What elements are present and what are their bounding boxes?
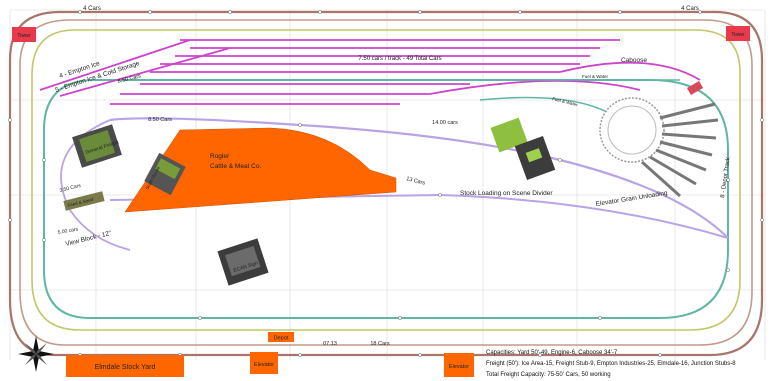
compass-rose-icon [18, 336, 54, 372]
svg-text:Elevator: Elevator [254, 362, 274, 368]
label-350-cars: 3.50 Cars [59, 183, 82, 194]
elmdale-stock-yard-box: Elmdale Stock Yard [66, 355, 184, 377]
ecan-building [217, 238, 269, 286]
teal-mainline [43, 79, 729, 319]
yard-tracks [39, 39, 701, 105]
label-4-cars-left: 4 Cars [83, 6, 101, 12]
feed-seed-building [63, 191, 105, 211]
capacities-line-2: Freight (50'): Ice Area-15, Freight Stub… [486, 361, 736, 367]
capacities-note: Capacities: Yard 50'-49, Engine-6, Caboo… [486, 350, 736, 378]
label-elevator-grain-unloading: Elevator Grain Unloading [595, 190, 668, 208]
elevator-box-1: Elevator [250, 352, 278, 374]
label-fuel-water-2: Fuel & Water [552, 96, 579, 107]
tower-left: Tower [12, 27, 36, 42]
elevator-box-2: Elevator [444, 353, 474, 377]
label-stock-loading: Stock Loading on Scene Divider [460, 190, 553, 197]
label-850-cars-mid: 8.50 Cars [148, 117, 172, 123]
tower-right: Tower [726, 26, 750, 41]
general-freight-building [72, 124, 122, 168]
rogler-cattle-meat-co [124, 127, 397, 213]
label-13-cars: 13 Cars [406, 176, 426, 187]
track-joints [8, 10, 764, 357]
label-yard-capacity: 7.50 cars / track - 49 Total Cars [358, 56, 441, 62]
olive-mainline [31, 29, 741, 331]
svg-text:Tower: Tower [17, 33, 31, 39]
label-cars-bottom-1: 07.13 [323, 341, 337, 347]
svg-text:Depot: Depot [274, 336, 289, 342]
label-depot-track: 8 - Depot Track [720, 156, 732, 198]
label-4-cars-right: 4 Cars [681, 6, 699, 12]
capacities-line-1: Capacities: Yard 50'-49, Engine-6, Caboo… [486, 350, 618, 356]
label-500-cars: 5.00 cars [57, 226, 79, 236]
svg-text:Elmdale Stock Yard: Elmdale Stock Yard [95, 364, 156, 371]
engine-lead [479, 96, 621, 121]
turntable [599, 97, 719, 198]
capacities-line-3: Total Freight Capacity: 75-50' Cars, 50 … [486, 372, 611, 378]
lavender-loop [109, 117, 729, 239]
label-feed-seed: Feed & Seed [67, 197, 94, 208]
svg-text:Tower: Tower [731, 32, 745, 38]
label-cars-bottom-2: 18 Cars [370, 341, 390, 347]
svg-text:Elevator: Elevator [449, 364, 469, 370]
label-1400-cars: 14.00 cars [432, 120, 458, 126]
label-cattle-meat-co: Cattle & Meat Co. [210, 163, 261, 170]
label-850-cars-upper: 8.50 Cars [117, 73, 142, 85]
grain-elevator-building [490, 117, 556, 181]
scale-house-building [144, 152, 186, 196]
depot-box: Depot [268, 332, 294, 342]
lavender-scene-divider [109, 193, 729, 239]
label-caboose: Caboose [621, 57, 647, 64]
label-rogler: Rogler [210, 153, 230, 160]
caboose-car [686, 81, 704, 95]
label-fuel-water: Fuel & Water [582, 74, 609, 79]
